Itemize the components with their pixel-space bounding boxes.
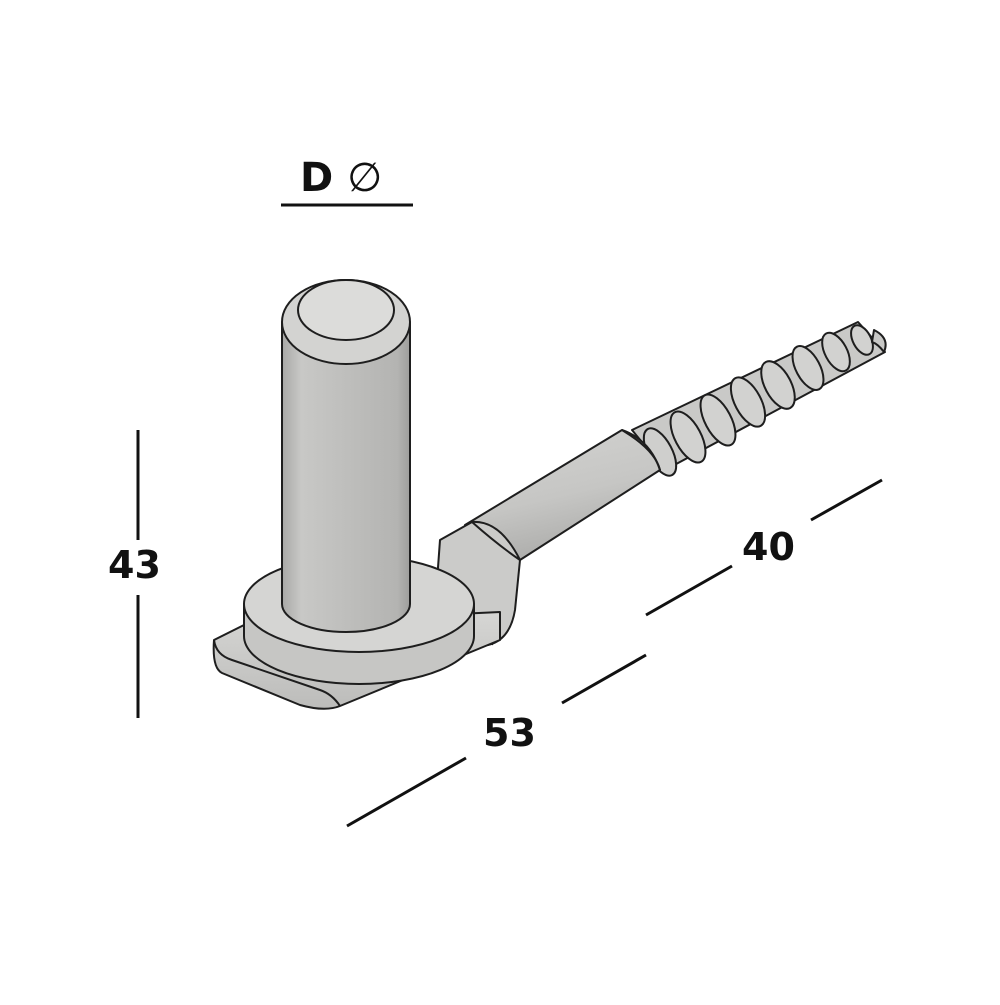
diameter-label: D∅ bbox=[300, 158, 382, 198]
diameter-letter: D bbox=[300, 155, 334, 201]
screw-thread bbox=[631, 321, 887, 477]
diameter-symbol-icon: ∅ bbox=[347, 155, 383, 201]
height-label: 43 bbox=[108, 543, 161, 587]
total-length-label: 53 bbox=[483, 711, 536, 755]
length-dimension-line-lower bbox=[346, 756, 467, 828]
hinge-pin-part bbox=[212, 279, 887, 710]
thread-length-label: 40 bbox=[742, 525, 795, 569]
length-dimension-line-upper bbox=[561, 653, 647, 705]
thread-dimension-line-upper bbox=[810, 478, 883, 522]
thread-dimension-line-lower bbox=[645, 564, 733, 617]
pin-cylinder bbox=[281, 279, 411, 633]
